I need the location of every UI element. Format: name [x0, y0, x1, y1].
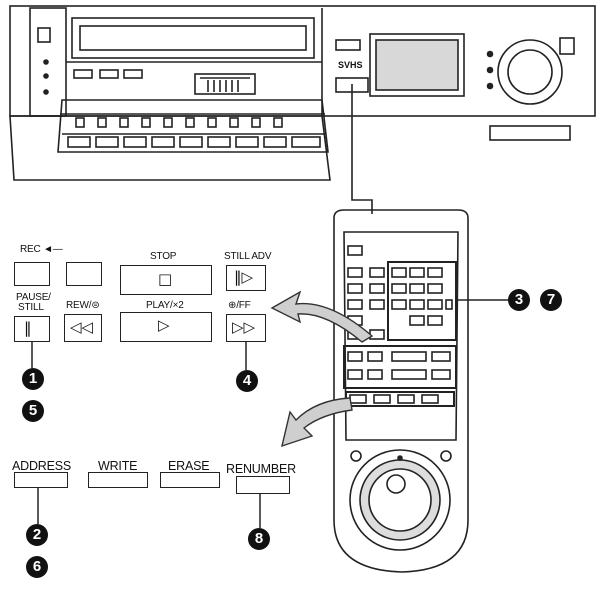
- callout-5: 5: [22, 400, 44, 422]
- rec-button-right[interactable]: [66, 262, 102, 286]
- ff-icon: ▷▷: [232, 318, 256, 336]
- remote-control: [333, 209, 469, 573]
- pause-still-label-line2: STILL: [18, 302, 44, 313]
- callout-arrows: [270, 290, 374, 448]
- pause-still-button[interactable]: [14, 316, 50, 342]
- callout-8: 8: [248, 528, 270, 550]
- still-adv-label: STILL ADV: [224, 251, 272, 262]
- address-label: ADDRESS: [12, 459, 72, 473]
- play-icon: ▷: [158, 316, 170, 334]
- ff-button[interactable]: [226, 314, 266, 342]
- rec-button-left[interactable]: [14, 262, 50, 286]
- pause-still-label-line1: PAUSE/: [16, 292, 51, 303]
- callout-1: 1: [22, 368, 44, 390]
- ff-label: ⊕/FF: [228, 300, 251, 311]
- callout-2: 2: [26, 524, 48, 546]
- rew-icon: ◁◁: [70, 318, 94, 336]
- erase-label: ERASE: [168, 459, 210, 473]
- rec-label: REC ◄—: [20, 244, 63, 255]
- write-label: WRITE: [98, 459, 138, 473]
- stop-button[interactable]: [120, 265, 212, 295]
- still-adv-button[interactable]: [226, 265, 266, 291]
- callout-4: 4: [236, 370, 258, 392]
- play-label: PLAY/×2: [146, 300, 184, 311]
- callout-6: 6: [26, 556, 48, 578]
- play-button[interactable]: [120, 312, 212, 342]
- pause-icon: ‖: [24, 319, 32, 337]
- still-adv-icon: ‖▷: [234, 268, 254, 286]
- callout-3: 3: [508, 289, 530, 311]
- callout-7: 7: [540, 289, 562, 311]
- svhs-logo: SVHS: [338, 60, 363, 70]
- stop-label: STOP: [150, 251, 177, 262]
- erase-button[interactable]: [160, 472, 220, 488]
- rew-label: REW/⊜: [66, 300, 100, 311]
- write-button[interactable]: [88, 472, 148, 488]
- address-button[interactable]: [14, 472, 68, 488]
- stop-icon: □: [158, 270, 173, 288]
- renumber-label: RENUMBER: [226, 462, 296, 476]
- renumber-button[interactable]: [236, 476, 290, 494]
- vcr-front-panel: [9, 99, 331, 181]
- rew-button[interactable]: [64, 314, 102, 342]
